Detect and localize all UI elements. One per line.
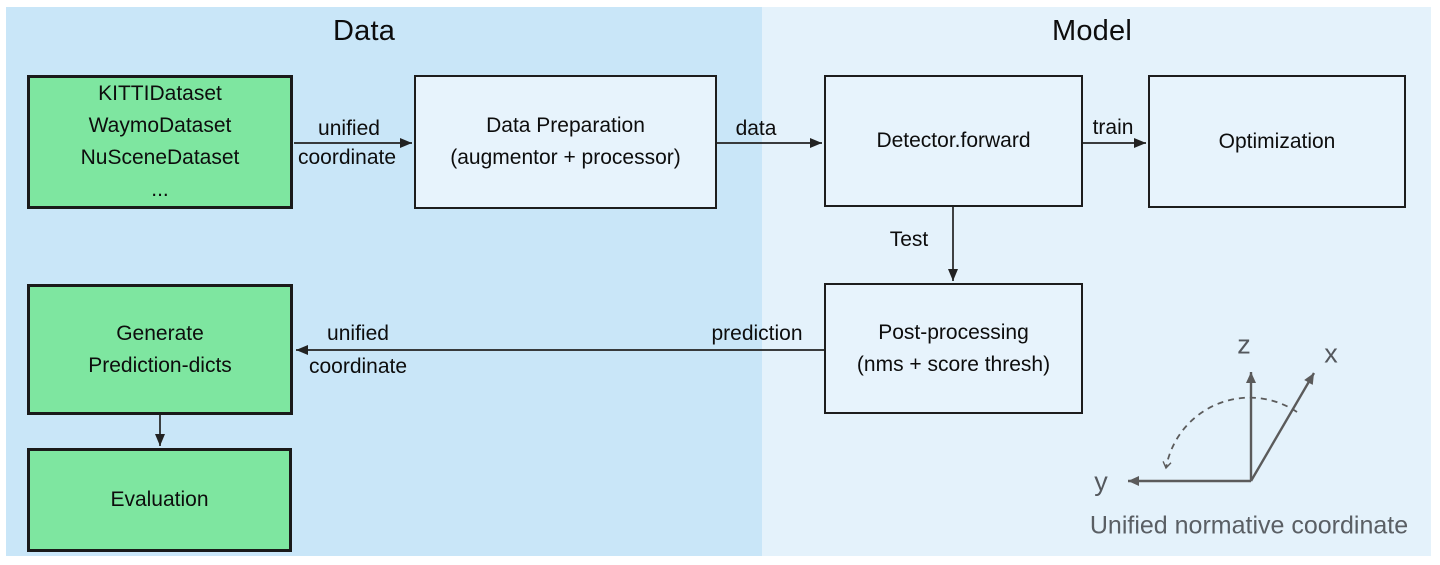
edge-label-train: train xyxy=(1092,116,1134,139)
data-preparation-line: (augmentor + processor) xyxy=(450,146,681,169)
y-axis-label: y xyxy=(1094,466,1108,497)
edge-label-unified-in-2: coordinate xyxy=(297,146,397,169)
edge-label-prediction: prediction xyxy=(711,322,803,345)
datasets-line: KITTIDataset xyxy=(98,82,222,105)
data-section-title: Data xyxy=(332,15,396,47)
datasets-line: NuSceneDataset xyxy=(80,146,240,169)
x-axis-label: x xyxy=(1324,338,1338,369)
edge-label-unified-out-1: unified xyxy=(327,322,389,345)
edge-label-test: Test xyxy=(889,228,929,251)
edge-label-unified-out-2: coordinate xyxy=(308,355,408,378)
datasets-line: WaymoDataset xyxy=(88,114,232,137)
optimization-box: Optimization xyxy=(1148,75,1406,208)
data-preparation-line: Data Preparation xyxy=(486,114,645,137)
generate-line: Generate xyxy=(116,321,204,345)
generate-line: Prediction-dicts xyxy=(88,353,232,377)
z-axis-label: z xyxy=(1237,329,1251,360)
detector-forward-line: Detector.forward xyxy=(876,129,1031,152)
data-preparation-box: Data Preparation (augmentor + processor) xyxy=(414,75,717,209)
optimization-line: Optimization xyxy=(1218,129,1336,153)
post-processing-line: (nms + score thresh) xyxy=(856,352,1051,376)
evaluation-box: Evaluation xyxy=(27,448,292,552)
post-processing-box: Post-processing (nms + score thresh) xyxy=(824,283,1083,414)
edge-label-unified-in-1: unified xyxy=(318,117,380,140)
generate-prediction-dicts-box: Generate Prediction-dicts xyxy=(27,284,293,415)
model-section-title: Model xyxy=(1052,15,1132,47)
post-processing-line: Post-processing xyxy=(878,320,1029,344)
datasets-box: KITTIDataset WaymoDataset NuSceneDataset… xyxy=(27,75,293,209)
edge-label-data: data xyxy=(735,117,777,140)
detector-forward-box: Detector.forward xyxy=(824,75,1083,207)
evaluation-line: Evaluation xyxy=(110,488,209,511)
coordinate-caption: Unified normative coordinate xyxy=(1089,511,1409,540)
datasets-line: ... xyxy=(151,178,169,201)
